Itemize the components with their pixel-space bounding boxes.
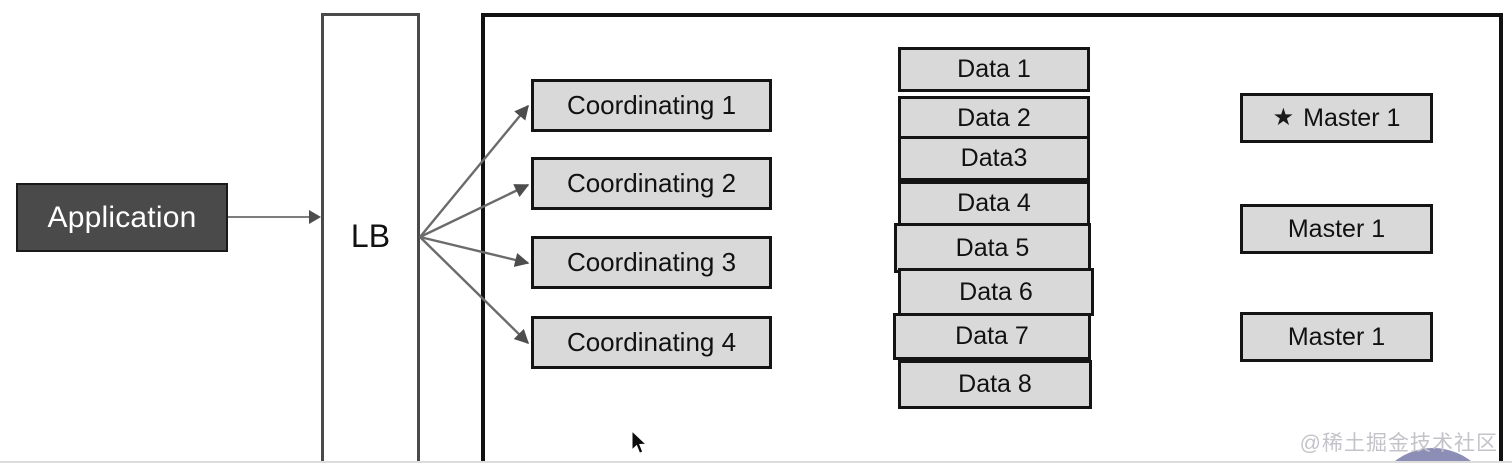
data-node-4[interactable]: Data 4 xyxy=(898,181,1090,226)
application-to-lb-connector xyxy=(228,216,313,218)
load-balancer-container[interactable] xyxy=(321,13,420,463)
load-balancer-label: LB xyxy=(350,218,391,254)
coordinating-node-2[interactable]: Coordinating 2 xyxy=(531,157,772,210)
coordinating-node-4[interactable]: Coordinating 4 xyxy=(531,316,772,369)
coordinating-node-1[interactable]: Coordinating 1 xyxy=(531,79,772,132)
master-node-1-label: Master 1 xyxy=(1303,103,1401,132)
mouse-cursor-icon xyxy=(631,430,648,454)
master-node-1[interactable]: ★ Master 1 xyxy=(1240,93,1433,143)
data-node-7[interactable]: Data 7 xyxy=(893,313,1091,360)
coordinating-node-2-label: Coordinating 2 xyxy=(566,168,737,198)
master-node-3[interactable]: Master 1 xyxy=(1240,312,1433,362)
application-to-lb-arrowhead-icon xyxy=(309,210,321,224)
data-node-5-label: Data 5 xyxy=(955,233,1030,262)
data-node-8-label: Data 8 xyxy=(958,370,1032,398)
data-node-8[interactable]: Data 8 xyxy=(898,360,1092,409)
data-node-2[interactable]: Data 2 xyxy=(898,96,1090,141)
master-node-3-label: Master 1 xyxy=(1287,322,1386,351)
coordinating-node-3[interactable]: Coordinating 3 xyxy=(531,236,772,289)
master-elected-star-icon: ★ xyxy=(1272,104,1295,131)
watermark-text: @稀土掘金技术社区 xyxy=(1299,432,1498,455)
coordinating-node-1-label: Coordinating 1 xyxy=(566,90,737,120)
application-node-label: Application xyxy=(47,200,197,234)
bottom-divider xyxy=(0,461,1512,463)
coordinating-node-4-label: Coordinating 4 xyxy=(566,327,737,357)
application-node[interactable]: Application xyxy=(16,183,228,252)
data-node-1-label: Data 1 xyxy=(957,55,1031,83)
master-node-2-label: Master 1 xyxy=(1287,214,1386,243)
data-node-3[interactable]: Data3 xyxy=(898,136,1090,181)
data-node-3-label: Data3 xyxy=(960,144,1028,172)
data-node-2-label: Data 2 xyxy=(957,104,1031,132)
master-node-2[interactable]: Master 1 xyxy=(1240,204,1433,254)
data-node-4-label: Data 4 xyxy=(957,189,1031,217)
data-node-1[interactable]: Data 1 xyxy=(898,47,1090,92)
data-node-7-label: Data 7 xyxy=(955,322,1029,350)
coordinating-node-3-label: Coordinating 3 xyxy=(566,247,737,277)
data-node-5[interactable]: Data 5 xyxy=(894,223,1091,273)
data-node-6[interactable]: Data 6 xyxy=(898,268,1094,316)
data-node-6-label: Data 6 xyxy=(959,277,1033,306)
